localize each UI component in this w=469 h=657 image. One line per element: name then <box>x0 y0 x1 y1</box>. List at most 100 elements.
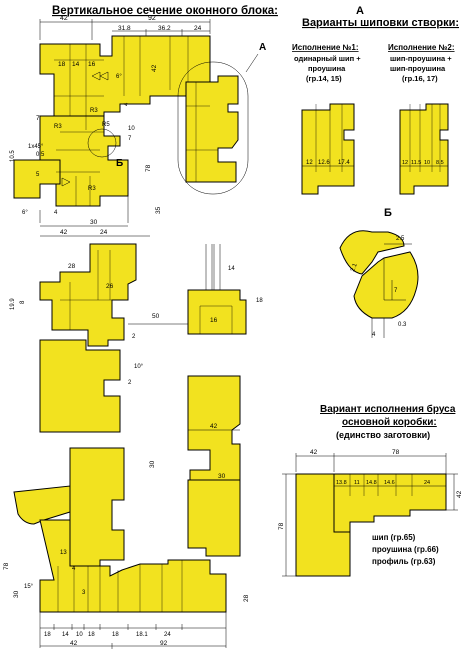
middle-assembly: 28 26 19.9 8 50 5 10° 2 14 16 18 2 42 30… <box>10 243 263 489</box>
dim-mid-26: 26 <box>106 283 114 290</box>
variant2-profile <box>399 103 449 195</box>
variant1-desc2: проушина <box>308 64 346 73</box>
dimension-line <box>112 29 210 36</box>
dim-mid-2b: 2 <box>128 380 132 386</box>
dim-box-146: 14.6 <box>384 480 395 486</box>
dimension-line <box>409 104 441 172</box>
bottom-left-sash <box>69 447 125 567</box>
dim-left-05: 0.5 <box>36 152 45 158</box>
dim-box-78: 78 <box>392 449 400 456</box>
dim-v2-85: 8.5 <box>436 160 444 166</box>
bottom-right-panel <box>187 479 241 557</box>
box-note-2: проушина (гр.66) <box>372 545 439 554</box>
top-frame-assembly: Б А <box>13 35 266 207</box>
dim-bot-28: 28 <box>243 594 250 602</box>
dim-bot-18a: 18 <box>44 632 51 638</box>
dim-bot-10: 10 <box>76 632 83 638</box>
dim-bot-30: 30 <box>13 590 20 598</box>
dim-box-24: 24 <box>424 480 430 486</box>
dim-r3b: R3 <box>54 124 62 130</box>
detail-b-upper <box>339 230 405 275</box>
dim-mid-14: 14 <box>228 266 235 272</box>
dim-box-78v: 78 <box>278 522 285 530</box>
dim-top-6deg: 6° <box>116 74 122 80</box>
dim-top-14: 14 <box>72 61 80 68</box>
top-dimensions: 42 92 31.8 36.2 24 18 14 16 42 6° 4 R3 R… <box>10 15 211 237</box>
callout-b-label: Б <box>116 158 123 169</box>
dim-top-318: 31.8 <box>118 25 131 32</box>
dimension-line <box>199 305 233 334</box>
dim-top-16: 16 <box>88 61 96 68</box>
bottom-nosing <box>13 485 71 525</box>
dim-v2-12: 12 <box>402 160 408 166</box>
dim-top-24: 24 <box>194 25 202 32</box>
callout-a-letter: А <box>356 5 364 17</box>
dimension-line <box>40 643 226 649</box>
dim-v1-126: 12.6 <box>318 160 330 166</box>
dim-b-7: 7 <box>394 288 398 294</box>
dim-box-148: 14.8 <box>366 480 377 486</box>
box-variant: Вариант исполнения бруса основной коробк… <box>278 403 463 577</box>
dim-left-7: 7 <box>36 115 40 122</box>
dim-mid-8: 8 <box>20 300 26 304</box>
box-title-1: Вариант исполнения бруса <box>320 403 456 415</box>
variant1-desc3: (гр.14, 15) <box>306 74 342 83</box>
dim-b-4: 4 <box>372 332 376 338</box>
sash-profile-detail-a <box>185 75 239 183</box>
dimension-line <box>60 250 112 330</box>
dim-bot-42: 42 <box>70 640 78 647</box>
seal-symbol <box>91 71 109 81</box>
dim-box-11: 11 <box>354 480 360 486</box>
dimension-line <box>245 53 259 73</box>
box-note-3: профиль (гр.63) <box>372 557 436 566</box>
dim-top-42: 42 <box>60 15 68 22</box>
section-b-detail: Б 2.5 2.1 7 0.3 4 <box>339 207 419 338</box>
dimension-line <box>54 36 189 97</box>
dim-top-4: 4 <box>124 102 130 106</box>
dim-b-21: 2.1 <box>350 262 359 273</box>
dim-left-5: 5 <box>36 172 40 178</box>
callout-a-frame <box>177 61 249 195</box>
dim-mid-2: 2 <box>132 334 136 340</box>
box-title-3: (единство заготовки) <box>336 430 430 440</box>
dimension-line <box>295 453 447 474</box>
mid-left-panel <box>39 339 121 433</box>
dim-bot-15deg: 15° <box>24 584 34 590</box>
dimension-line <box>61 177 71 187</box>
glass-pane <box>205 244 221 300</box>
dimension-line <box>349 474 413 496</box>
variant2-desc2: шип-проушина <box>390 64 446 73</box>
dim-mid-199: 19.9 <box>10 298 16 310</box>
dim-mid-24: 24 <box>100 229 108 236</box>
variant1-desc1: одинарный шип + <box>294 54 361 63</box>
dim-top-362: 36.2 <box>158 25 171 32</box>
dim-bot-78: 78 <box>3 562 10 570</box>
dimension-line <box>371 318 385 338</box>
dim-bot-18c: 18 <box>112 632 119 638</box>
dim-mid-42: 42 <box>60 229 68 236</box>
dim-v2-115: 11.5 <box>411 160 421 166</box>
dim-left-7b: 7 <box>128 136 132 142</box>
variant1-title: Исполнение №1: <box>292 43 359 52</box>
section-a-title: Варианты шиповки створки: <box>302 17 459 29</box>
box-note-1: шип (гр.65) <box>372 533 416 542</box>
dim-bot-4: 4 <box>72 566 76 572</box>
dimension-line <box>57 560 183 612</box>
variant1-profile <box>301 103 355 195</box>
dim-box-42v: 42 <box>456 490 463 498</box>
dim-v2-10: 10 <box>424 160 430 166</box>
dim-b-03: 0.3 <box>398 322 407 328</box>
variant2-title: Исполнение №2: <box>388 43 455 52</box>
dim-box-42: 42 <box>310 449 318 456</box>
dim-bot-14: 14 <box>62 632 69 638</box>
main-title: Вертикальное сечение оконного блока: <box>52 5 278 17</box>
bottom-assembly: 13 4 78 30 15° 3 28 18 14 10 18 18.1 18 … <box>3 447 250 649</box>
top-sash-upper <box>13 159 61 199</box>
dim-bot-3: 3 <box>82 590 86 596</box>
dim-r3a: R3 <box>90 108 98 114</box>
dim-mid-28: 28 <box>68 263 76 270</box>
detail-b-title: Б <box>384 207 392 219</box>
dim-bot-18b: 18 <box>88 632 95 638</box>
dimension-line <box>39 19 211 40</box>
